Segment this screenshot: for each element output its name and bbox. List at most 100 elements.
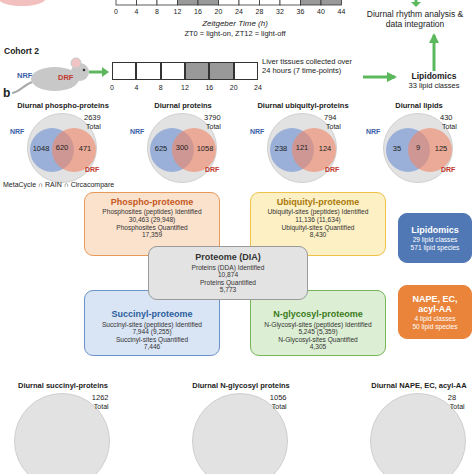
box-line: Succinyl-sites Quantified: [116, 336, 188, 344]
flow-arrow: [89, 71, 103, 74]
total-label: Total: [94, 403, 109, 411]
total-label: Total: [442, 123, 457, 131]
annotation-label: 36: [293, 8, 309, 16]
annotation-label: 300: [171, 144, 193, 153]
annotation-label: 12: [170, 8, 186, 16]
annotation-label: 0: [104, 84, 120, 92]
annotation-label: DRF: [58, 74, 82, 83]
box-line: 5,245 (5,359): [298, 328, 337, 336]
box-line: 11,136 (11,634): [295, 216, 341, 224]
mouse-ear: [71, 58, 81, 68]
box-line: 50 lipid species: [412, 323, 457, 331]
annotation-label: ZT0 = light-on, ZT12 = light-off: [140, 30, 330, 39]
panel-letter: b: [3, 87, 15, 101]
flow-arrow: [433, 35, 436, 71]
venn-heading: Diurnal lipids: [344, 102, 474, 111]
group-label: NRF: [366, 128, 380, 136]
annotation-label: 16: [201, 84, 217, 92]
box-line: Succinyl-sites (peptides) Identified: [102, 321, 202, 329]
total-label: Total: [326, 123, 341, 131]
box-line: 17,359: [142, 231, 162, 239]
total-count: 28: [448, 394, 456, 403]
time-cell: [178, 0, 199, 5]
total-label: Total: [206, 123, 221, 131]
box-line: 7,944 (9,255): [132, 328, 171, 336]
venn-heading: Diurnal NAPE, EC, acyl-AA: [344, 382, 474, 391]
total-count: 1056: [270, 394, 287, 403]
annotation-label: 8: [149, 8, 165, 16]
annotation-label: 12: [177, 84, 193, 92]
time-cell: [185, 62, 209, 80]
count-number: 238: [270, 145, 292, 154]
group-label: DRF: [85, 166, 99, 174]
time-cell: [209, 62, 233, 80]
time-cell: [219, 0, 240, 5]
box-line: 7,446: [144, 343, 161, 351]
annotation-label: 16: [190, 8, 206, 16]
annotation-label: 40: [313, 8, 329, 16]
count-number: 125: [430, 145, 452, 154]
annotation-label: 28: [252, 8, 268, 16]
annotation-label: 620: [51, 144, 73, 153]
group-label: DRF: [205, 166, 219, 174]
omics-detail: 33 lipid classes: [396, 82, 472, 91]
total-label: Total: [272, 403, 287, 411]
time-cell: [280, 0, 301, 5]
time-cell: [136, 62, 160, 80]
box-title: NAPE, EC, acyl-AA: [402, 294, 468, 315]
flow-arrow: [363, 76, 395, 79]
time-cell: [260, 0, 281, 5]
venn-heading: Diurnal ubiquityl-proteins: [228, 102, 378, 111]
box-line: 5,773: [220, 286, 237, 294]
time-cell: [116, 0, 137, 5]
box-line: N-Glycosyl-sites Quantified: [278, 336, 358, 344]
count-number: 471: [74, 145, 96, 154]
count-number: 1048: [30, 145, 52, 154]
box-line: Ubiquityl-sites Quantified: [282, 224, 355, 232]
total-count: 2639: [84, 114, 101, 123]
group-label: NRF: [130, 128, 144, 136]
group-label: DRF: [441, 166, 455, 174]
box-line: 30,463 (29,948): [129, 216, 176, 224]
venn-heading: Diurnal succinyl-proteins: [0, 382, 138, 391]
total-count: 3790: [204, 114, 221, 123]
box-line: Phosphosites Quantified: [116, 224, 187, 232]
step-text: Diurnal rhythm analysis & data integrati…: [358, 10, 472, 30]
total-count: 794: [324, 114, 337, 123]
node-box: NAPE, EC, acyl-AA4 lipid classes50 lipid…: [398, 285, 472, 339]
time-cell: [239, 0, 260, 5]
node-vo: Diurnal succinyl-proteins1262Total: [14, 393, 110, 474]
time-cell: [198, 0, 219, 5]
box-line: 8,430: [310, 231, 327, 239]
time-cell: [234, 62, 258, 80]
time-cell: [137, 0, 158, 5]
annotation-label: 32: [272, 8, 288, 16]
total-count: 1262: [92, 394, 109, 403]
node-box: Proteome (DIA)Proteins (DDA) Identified1…: [148, 246, 308, 300]
cohort-1-mouse-fragment: [0, 0, 46, 6]
node-band: Liver tissues collected over 24 hours (7…: [112, 62, 362, 82]
group-label: NRF: [250, 128, 264, 136]
box-line: 4,305: [310, 343, 327, 351]
annotation-label: Cohort 2: [4, 47, 54, 57]
node-box: Lipidomics29 lipid classes571 lipid spec…: [398, 213, 472, 263]
node-lip: Lipidomics33 lipid classes: [396, 72, 472, 98]
node-vd: 125DRF: [408, 128, 452, 172]
node-vo: Diurnal NAPE, EC, acyl-AA28Total: [370, 393, 466, 474]
box-line: N-Glycosyl-sites (peptides) Identified: [264, 321, 371, 329]
box-line: Proteins (DDA) Identified: [192, 264, 265, 272]
box-title: Proteome (DIA): [195, 252, 261, 262]
box-title: Lipidomics: [411, 225, 459, 235]
box-line: 29 lipid classes: [413, 236, 458, 244]
annotation-label: 24: [231, 8, 247, 16]
box-line: 4 lipid classes: [414, 315, 455, 323]
time-cell: [321, 0, 342, 5]
box-line: Ubiquityl-sites (peptides) Identified: [268, 208, 369, 216]
box-title: Phospho-proteome: [111, 197, 194, 207]
annotation-label: 24: [250, 84, 266, 92]
sampling-note: Liver tissues collected over 24 hours (7…: [262, 58, 362, 75]
annotation-label: 4: [129, 8, 145, 16]
total-label: Total: [450, 403, 465, 411]
count-number: 124: [314, 145, 336, 154]
